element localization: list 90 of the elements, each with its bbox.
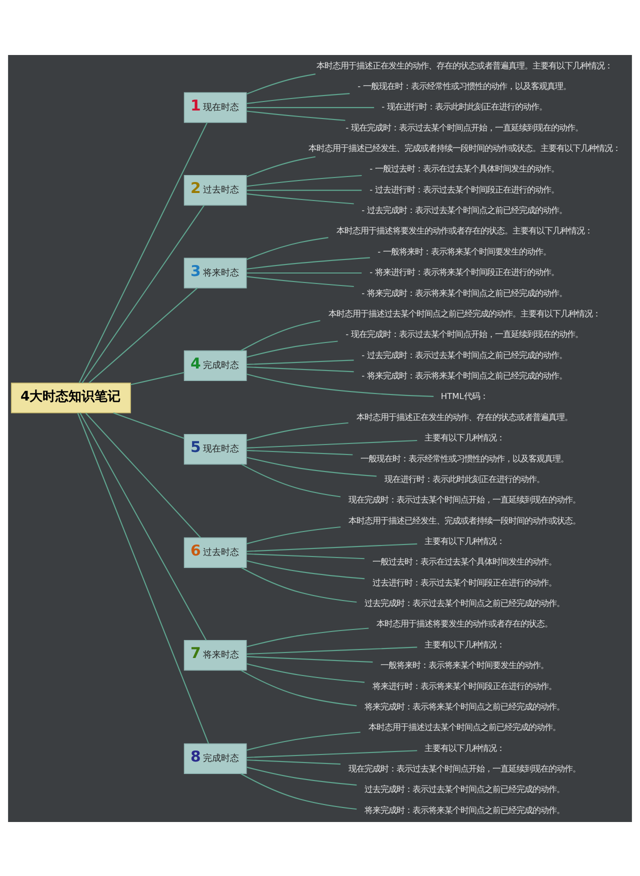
connector xyxy=(85,412,202,538)
connector xyxy=(246,340,338,358)
connector xyxy=(246,439,418,448)
connector xyxy=(246,366,354,372)
connector xyxy=(246,656,373,662)
connector xyxy=(80,412,207,640)
node-text: - 过去进行时：表示过去某个时间段正在进行的动作。 xyxy=(370,184,560,194)
node-text: - 过去完成时：表示过去某个时间点之前已经完成的动作。 xyxy=(362,204,568,215)
node-text: - 现在完成时：表示过去某个时间点开始，一直延续到现在的动作。 xyxy=(346,122,584,132)
node-text: 本时态用于描述已经发生、完成或者持续一段时间的动作或状态。主要有以下几种情况： xyxy=(308,142,620,152)
node-box: 8 完成时态 xyxy=(184,742,247,774)
connector xyxy=(246,276,354,287)
connector xyxy=(246,373,434,396)
node-text: - 将来完成时：表示将来某个时间点之前已经完成的动作。 xyxy=(362,370,568,380)
connector xyxy=(246,560,365,579)
node-text: 现在完成时：表示过去某个时间点开始，一直延续到现在的动作。 xyxy=(348,494,580,504)
node-text: 主要有以下几种情况： xyxy=(424,638,504,649)
node-box: 3 将来时态 xyxy=(184,257,247,288)
connector xyxy=(113,412,184,438)
node-text: - 现在进行时：表示此时此刻正在进行的动作。 xyxy=(382,101,548,112)
node-box: 4 完成时态 xyxy=(184,350,247,380)
connector xyxy=(246,662,365,682)
connector xyxy=(246,422,348,440)
node-text: 过去完成时：表示过去某个时间点之前已经完成的动作。 xyxy=(364,784,564,794)
connector xyxy=(246,92,350,104)
connector xyxy=(240,772,357,810)
node-text: 本时态用于描述将要发生的动作或者存在的状态。主要有以下几种情况： xyxy=(336,225,592,236)
connector xyxy=(246,526,341,544)
connector xyxy=(88,287,198,383)
connector xyxy=(246,731,360,750)
node-box: 1 现在时态 xyxy=(184,92,247,122)
connector xyxy=(82,204,205,383)
connector xyxy=(240,320,320,351)
node-text: 现在完成时：表示过去某个时间点开始，一直延续到现在的动作。 xyxy=(348,763,580,774)
node-text: 过去进行时：表示过去某个时间段正在进行的动作。 xyxy=(372,576,556,587)
connector xyxy=(246,359,354,365)
connector xyxy=(246,542,418,552)
node-text: - 一般现在时：表示经常性或习惯性的动作，以及客观真理。 xyxy=(358,80,572,90)
node-text: - 将来完成时：表示将来某个时间点之前已经完成的动作。 xyxy=(362,287,568,298)
node-text: - 现在完成时：表示过去某个时间点开始，一直延续到现在的动作。 xyxy=(346,328,584,339)
connector xyxy=(77,412,210,744)
connector xyxy=(246,766,357,786)
connector xyxy=(246,750,418,758)
node-box: 2 过去时态 xyxy=(184,174,247,206)
node-box: 5 现在时态 xyxy=(184,433,247,464)
node-box: 4大时态知识笔记 xyxy=(10,382,131,413)
connector xyxy=(246,449,353,455)
node-text: HTML代码： xyxy=(440,390,488,401)
connector xyxy=(241,463,341,497)
connector xyxy=(246,73,316,94)
connector xyxy=(240,669,357,706)
node-box: 6 过去时态 xyxy=(184,536,247,568)
node-text: 本时态用于描述将要发生的动作或者存在的状态。 xyxy=(376,618,552,628)
connector xyxy=(246,646,418,654)
connector xyxy=(246,174,362,186)
node-text: 一般过去时：表示在过去某个具体时间发生的动作。 xyxy=(372,556,556,566)
node-text: 将来进行时：表示将来某个时间段正在进行的动作。 xyxy=(372,680,556,690)
connector xyxy=(246,192,354,204)
node-text: - 过去完成时：表示过去某个时间点之前已经完成的动作。 xyxy=(362,349,568,360)
connector xyxy=(130,372,184,385)
node-text: - 一般将来时：表示将来某个时间要发生的动作。 xyxy=(378,246,552,256)
connector xyxy=(78,122,208,382)
node-box: 7 将来时态 xyxy=(184,639,247,670)
node-text: 一般将来时：表示将来某个时间要发生的动作。 xyxy=(380,660,548,670)
node-text: 本时态用于描述过去某个时间点之前已经完成的动作。主要有以下几种情况： xyxy=(328,308,600,318)
connector xyxy=(246,189,362,190)
connector xyxy=(246,272,362,274)
node-text: 将来完成时：表示将来某个时间点之前已经完成的动作。 xyxy=(364,700,564,711)
node-text: - 一般过去时：表示在过去某个具体时间发生的动作。 xyxy=(370,163,560,174)
connector xyxy=(246,758,341,764)
connector xyxy=(246,256,370,270)
connector xyxy=(246,552,364,559)
connector xyxy=(246,627,369,647)
connector xyxy=(246,456,377,476)
connector xyxy=(246,106,374,108)
node-text: 现在进行时：表示此时此刻正在进行的动作。 xyxy=(384,473,544,484)
node-text: 主要有以下几种情况： xyxy=(424,535,504,546)
node-text: 本时态用于描述过去某个时间点之前已经完成的动作。 xyxy=(368,722,560,732)
node-text: 主要有以下几种情况： xyxy=(424,742,504,752)
connector xyxy=(241,566,357,602)
node-text: - 将来进行时：表示将来某个时间段正在进行的动作。 xyxy=(370,266,560,277)
connector xyxy=(246,110,346,120)
node-text: 过去完成时：表示过去某个时间点之前已经完成的动作。 xyxy=(364,598,564,608)
node-text: 主要有以下几种情况： xyxy=(424,432,504,442)
node-text: 将来完成时：表示将来某个时间点之前已经完成的动作。 xyxy=(364,804,564,814)
connector xyxy=(246,156,316,177)
node-text: 本时态用于描述已经发生、完成或者持续一段时间的动作或状态。 xyxy=(348,514,580,525)
node-text: 本时态用于描述正在发生的动作、存在的状态或者普遍真理。 xyxy=(356,411,572,422)
node-text: 本时态用于描述正在发生的动作、存在的状态或者普遍真理。主要有以下几种情况： xyxy=(316,60,612,70)
connector xyxy=(246,236,328,260)
